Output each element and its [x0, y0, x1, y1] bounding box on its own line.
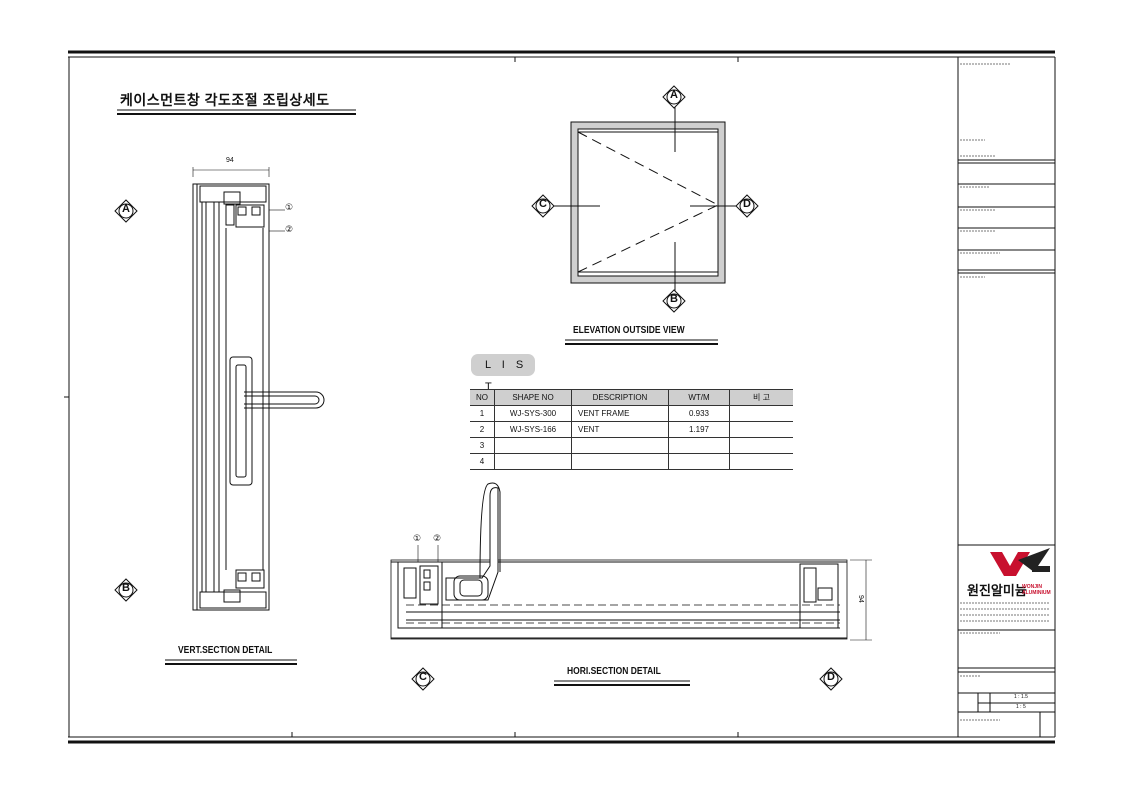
marker-label: A [122, 203, 130, 215]
section-marker-a-elevation: A [662, 85, 686, 109]
cell-no: 1 [470, 405, 495, 422]
cell-description: VENT FRAME [571, 405, 669, 422]
part-tag-1-hori: ① [413, 534, 422, 544]
sheet-frame [64, 50, 1056, 744]
table-row: 3 [470, 437, 793, 454]
section-marker-c-hori: C [411, 667, 435, 691]
cell-wt: 0.933 [668, 405, 730, 422]
diamond-marker-icon [735, 194, 759, 218]
cell-no: 3 [470, 437, 495, 454]
marker-label: B [122, 582, 130, 594]
title-underline [117, 109, 356, 115]
list-label: L I S T [471, 354, 535, 393]
marker-label: A [670, 89, 678, 101]
cell-wt: 1.197 [668, 421, 730, 438]
hori-section-caption: HORI.SECTION DETAIL [567, 666, 661, 677]
drawing-title: 케이스먼트창 각도조절 조립상세도 [120, 92, 330, 108]
diamond-marker-icon [819, 667, 843, 691]
part-tag-2-hori: ② [433, 534, 442, 544]
diamond-marker-icon [531, 194, 555, 218]
cell-wt [668, 453, 730, 470]
cell-description [571, 453, 669, 470]
cell-remarks [729, 453, 793, 470]
diamond-marker-icon [411, 667, 435, 691]
cell-description [571, 437, 669, 454]
marker-label: D [743, 198, 751, 210]
company-logo [990, 548, 1050, 576]
scale-value-1: 1 : 1.5 [1014, 694, 1028, 700]
cell-remarks [729, 405, 793, 422]
section-marker-b-vert: B [114, 578, 138, 602]
table-row: 1 WJ-SYS-300 VENT FRAME 0.933 [470, 405, 793, 422]
cell-wt [668, 437, 730, 454]
hori-section-view [390, 482, 872, 686]
table-row: 2 WJ-SYS-166 VENT 1.197 [470, 421, 793, 438]
scale-value-2: 1 : 5 [1016, 704, 1026, 710]
col-shape-no-header: SHAPE NO [494, 389, 572, 406]
elevation-view [553, 104, 738, 345]
diamond-marker-icon [662, 289, 686, 313]
company-name-korean: 원진알미늄 [967, 583, 1027, 598]
cell-description: VENT [571, 421, 669, 438]
section-marker-c-elevation: C [531, 194, 555, 218]
company-name-english: WONJIN ALUMINIUM [1022, 584, 1051, 596]
col-no-header: NO [470, 389, 495, 406]
vert-width-dimension: 94 [226, 157, 234, 164]
diamond-marker-icon [114, 578, 138, 602]
col-remarks-header: 비 고 [729, 389, 793, 406]
part-tag-2-vert: ② [285, 225, 294, 235]
cell-shape-no [494, 453, 572, 470]
section-marker-d-elevation: D [735, 194, 759, 218]
diamond-marker-icon [662, 85, 686, 109]
vert-section-caption: VERT.SECTION DETAIL [178, 645, 273, 656]
cell-remarks [729, 437, 793, 454]
col-wt-header: WT/M [668, 389, 730, 406]
title-block [958, 63, 1055, 737]
cell-shape-no: WJ-SYS-300 [494, 405, 572, 422]
marker-label: B [670, 293, 678, 305]
diamond-marker-icon [114, 199, 138, 223]
marker-label: C [539, 198, 547, 210]
table-header-row: NO SHAPE NO DESCRIPTION WT/M 비 고 [470, 389, 793, 406]
table-row: 4 [470, 453, 793, 470]
elevation-caption: ELEVATION OUTSIDE VIEW [573, 325, 685, 336]
cell-no: 2 [470, 421, 495, 438]
hori-height-dimension: 94 [857, 595, 864, 603]
parts-list-table: NO SHAPE NO DESCRIPTION WT/M 비 고 1 WJ-SY… [470, 389, 793, 470]
marker-label: C [419, 671, 427, 683]
section-marker-b-elevation: B [662, 289, 686, 313]
section-marker-d-hori: D [819, 667, 843, 691]
part-tag-1-vert: ① [285, 203, 294, 213]
cell-no: 4 [470, 453, 495, 470]
cell-remarks [729, 421, 793, 438]
cell-shape-no: WJ-SYS-166 [494, 421, 572, 438]
col-description-header: DESCRIPTION [571, 389, 669, 406]
marker-label: D [827, 671, 835, 683]
cell-shape-no [494, 437, 572, 454]
section-marker-a-vert: A [114, 199, 138, 223]
vert-section-view [165, 167, 325, 665]
